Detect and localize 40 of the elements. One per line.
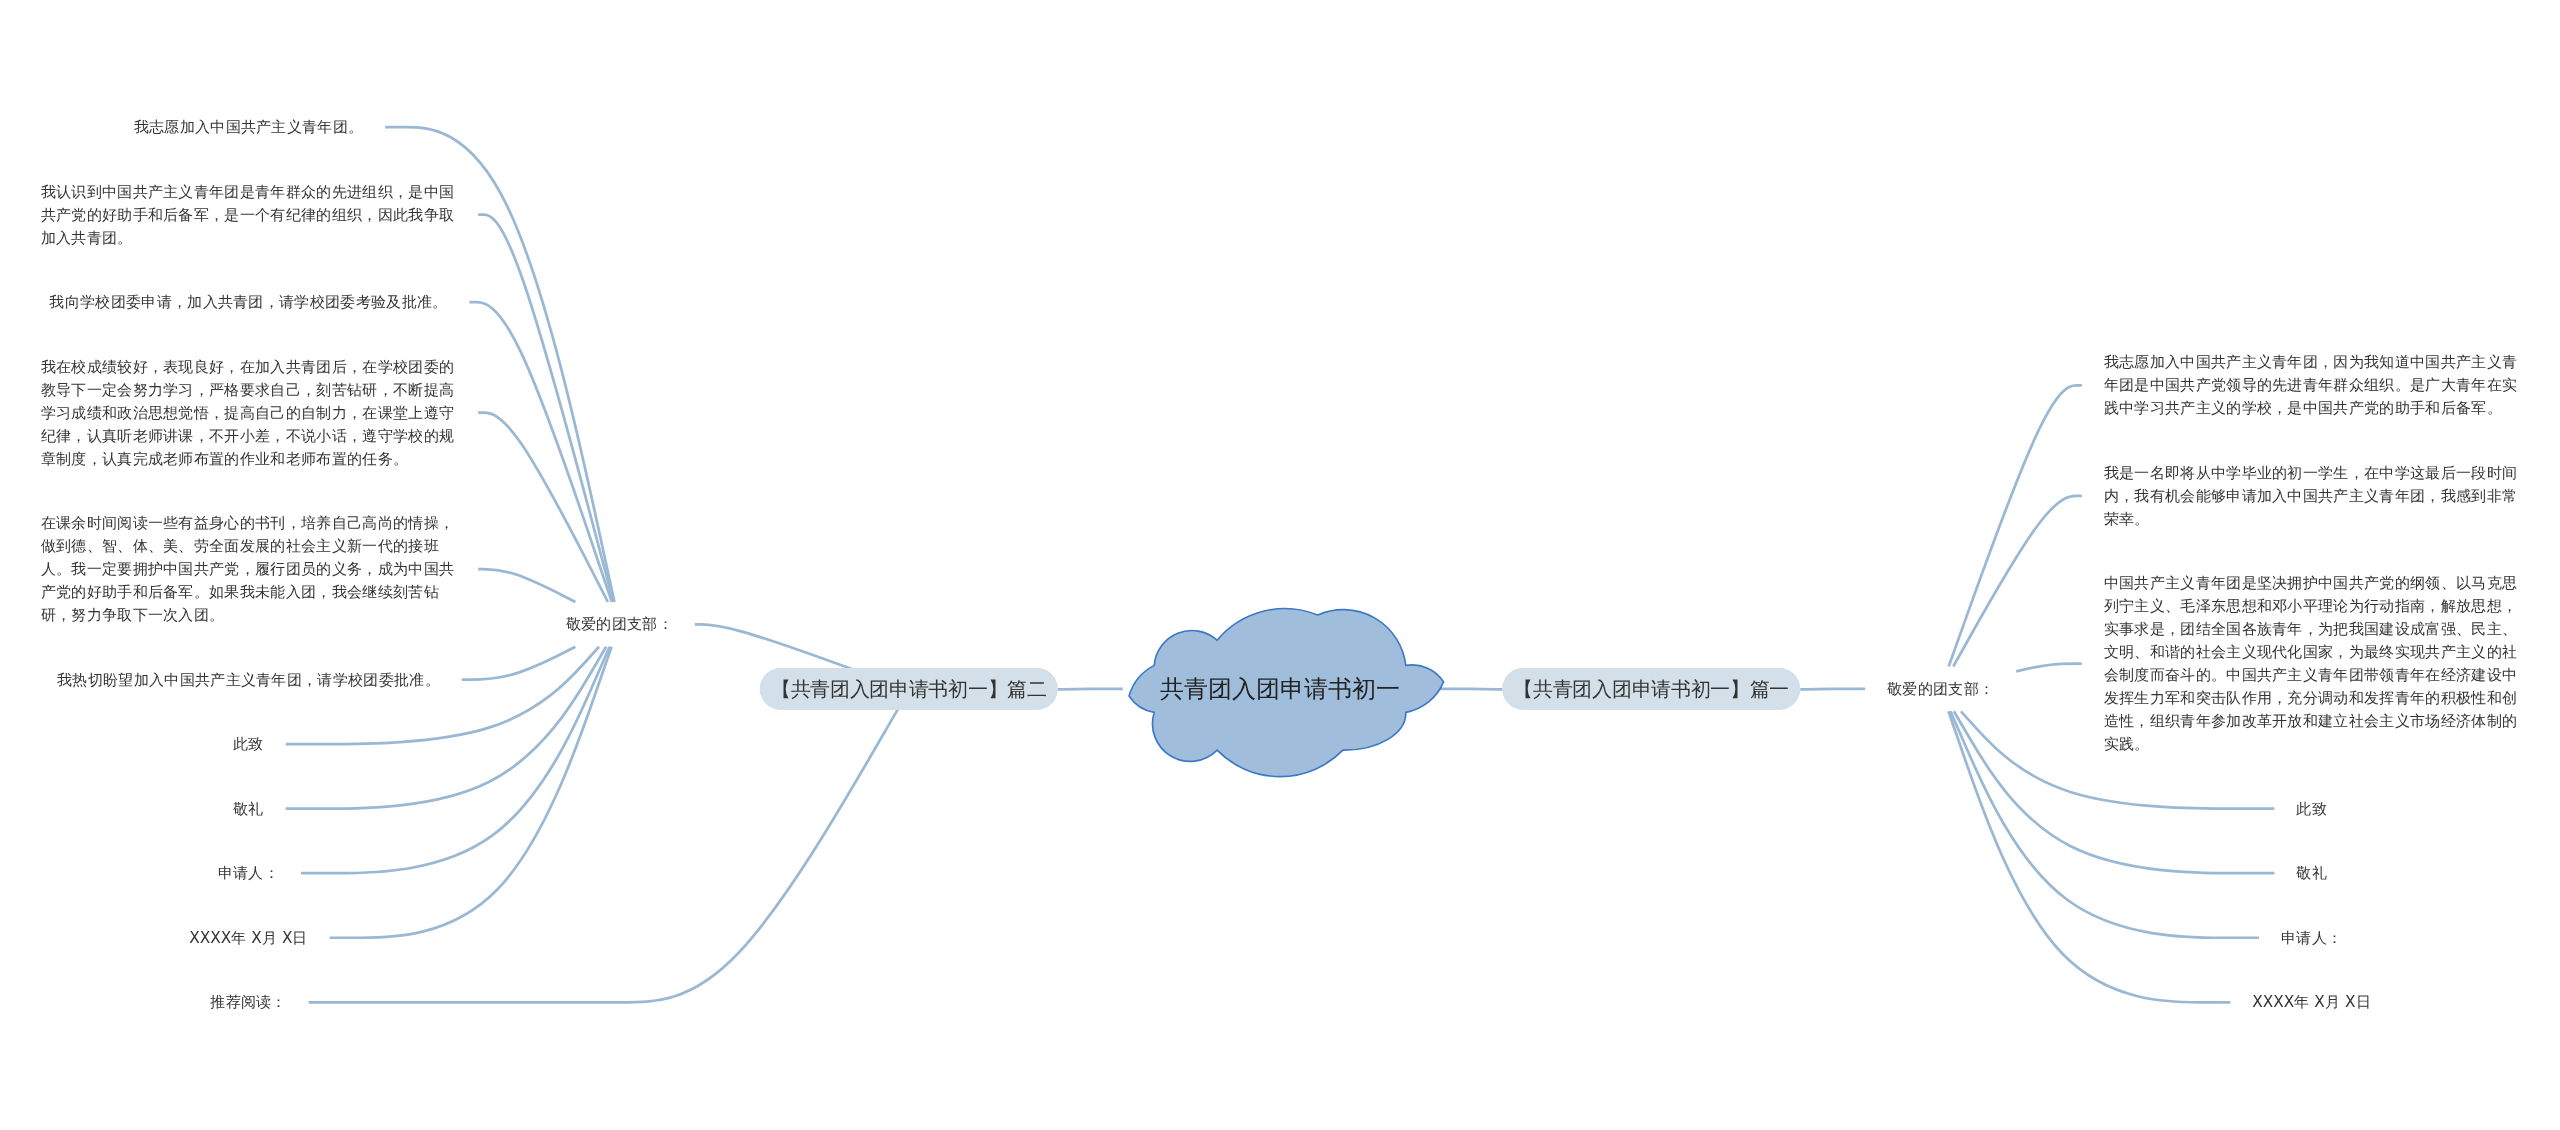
node-text: 我志愿加入中国共产主义青年团。 bbox=[133, 118, 364, 136]
node-text: 在课余时间阅读一些有益身心的书刊，培养自己高尚的情操，做到德、智、体、美、劳全面发展的社会主义新一代的接班人。我一定要拥护中国共产党，履行团员的义务，成为中国共产党的好助手和后备军。如果我未能入团，我会继续刻苦钻研，努力争取下一次入团。 bbox=[40, 514, 455, 624]
connector bbox=[1949, 711, 2259, 940]
connector bbox=[385, 126, 616, 603]
node-text: 申请人： bbox=[2280, 928, 2343, 947]
node-text: 此致 bbox=[233, 735, 264, 753]
connector bbox=[478, 411, 610, 603]
connector bbox=[1959, 710, 2275, 811]
connector bbox=[1947, 384, 2082, 668]
connector bbox=[1952, 494, 2082, 668]
connector bbox=[1952, 710, 2275, 875]
connector bbox=[301, 646, 611, 875]
connector bbox=[469, 301, 614, 603]
node-text: 敬礼 bbox=[2296, 864, 2327, 882]
node-text: 我热切盼望加入中国共产主义青年团，请学校团委批准。 bbox=[57, 670, 440, 689]
node-text: 我是一名即将从中学毕业的初一学生，在中学这最后一段时间内，我有机会能够申请加入中国共产主义青年团，我感到非常荣幸。 bbox=[2103, 463, 2518, 528]
node-text: 申请人： bbox=[217, 864, 280, 882]
node-text: XXXX年 X月 X日 bbox=[189, 928, 308, 947]
node-text: 我向学校团委申请，加入共青团，请学校团委考验及批准。 bbox=[49, 293, 448, 311]
node-text: XXXX年 X月 X日 bbox=[2252, 993, 2371, 1011]
node-text: 此致 bbox=[2296, 799, 2327, 818]
connector bbox=[329, 646, 613, 940]
node-text: 推荐阅读： bbox=[210, 993, 287, 1011]
node-text: 我志愿加入中国共产主义青年团，因为我知道中国共产主义青年团是中国共产党领导的先进青年群众组织。是广大青年在实践中学习共产主义的学校，是中国共产党的助手和后备军。 bbox=[2103, 353, 2518, 417]
connector bbox=[2015, 662, 2082, 673]
connector bbox=[478, 568, 576, 604]
connector bbox=[285, 646, 601, 746]
node-text: 敬爱的团支部： bbox=[1887, 679, 1995, 698]
connector bbox=[478, 213, 615, 603]
connector bbox=[1057, 687, 1123, 692]
node-text: 中国共产主义青年团是坚决拥护中国共产党的纲领、以马克思列宁主义、毛泽东思想和邓小平理论为行动指南，解放思想，实事求是，团结全国各族青年，为把我国建设成富强、民主、文明、和谐的社会主义现代化国家，为最终实现共产主义的社会制度而奋斗的。中国共产主义青年团带领青年在经济建设中发挥生力军和突击队作用，充分调动和发挥青年的积极性和创造性，组织青年参加改革开放和建立社会主义市场经济体制的实践。 bbox=[2103, 574, 2518, 753]
node-text: 我认识到中国共产主义青年团是青年群众的先进组织，是中国共产党的好助手和后备军，是一个有纪律的组织，因此我争取加入共青团。 bbox=[40, 182, 455, 247]
connector bbox=[1800, 687, 1866, 692]
connector bbox=[461, 645, 576, 682]
connector bbox=[285, 646, 608, 811]
connector bbox=[308, 709, 899, 1004]
node-text: 我在校成绩较好，表现良好，在加入共青团后，在学校团委的教导下一定会努力学习，严格要求自己，刻苦钻研，不断提高学习成绩和政治思想觉悟，提高自己的自制力，在课堂上遵守纪律，认真听老师讲课，不开小差，不说小话，遵守学校的规章制度，认真完成老师布置的作业和老师布置的任务。 bbox=[40, 357, 455, 468]
connector bbox=[1947, 711, 2231, 1004]
node-text: 敬礼 bbox=[233, 799, 264, 818]
node-text: 敬爱的团支部： bbox=[565, 615, 673, 633]
